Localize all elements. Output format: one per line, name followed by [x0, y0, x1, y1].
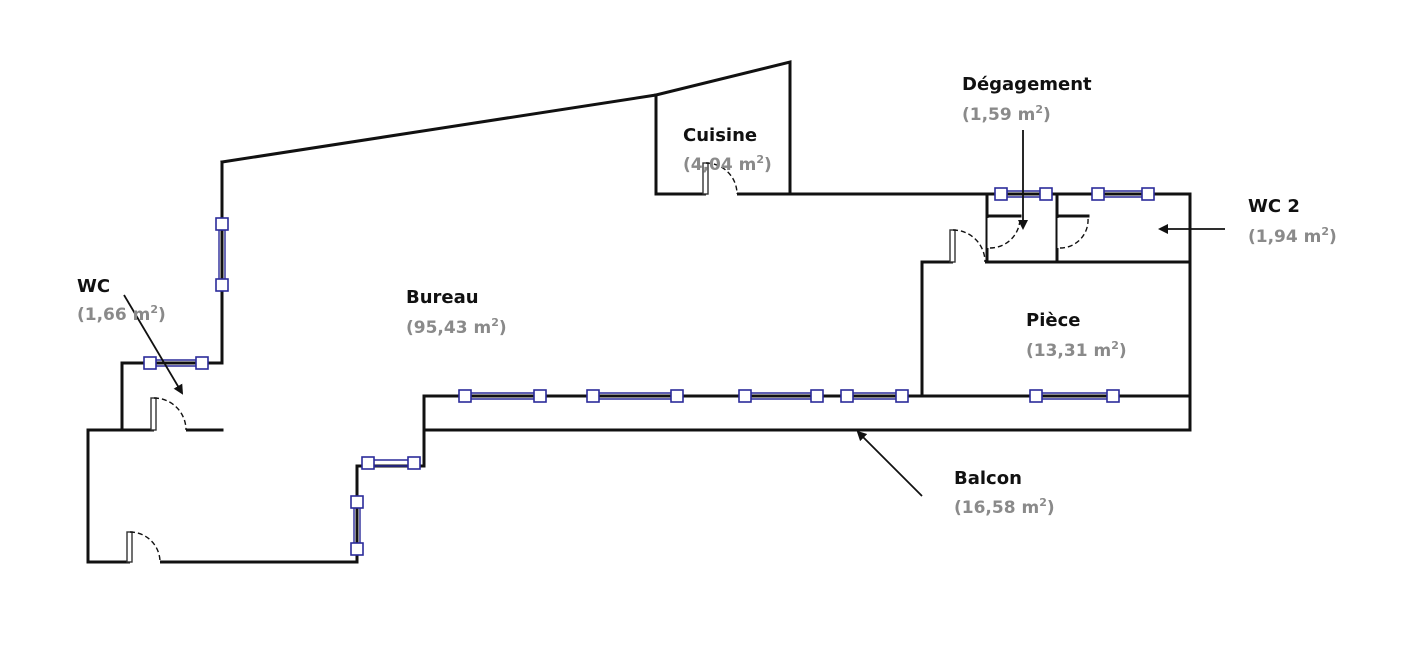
room-name: WC 2	[1248, 196, 1300, 217]
room-area: (16,58 m2)	[954, 496, 1055, 518]
room-area: (1,59 m2)	[962, 103, 1051, 125]
room-name: WC	[77, 276, 110, 297]
door	[126, 531, 161, 565]
windows	[143, 187, 1155, 556]
window	[458, 389, 547, 403]
window	[1029, 389, 1120, 403]
room-labels: WC (1,66 m2) Bureau (95,43 m2) Cuisine (…	[77, 74, 1337, 518]
window	[361, 456, 421, 470]
room-label-degagement: Dégagement (1,59 m2)	[962, 74, 1092, 125]
room-label-wc2: WC 2 (1,94 m2)	[1248, 196, 1337, 247]
room-label-piece: Pièce (13,31 m2)	[1026, 310, 1127, 361]
room-name: Balcon	[954, 468, 1022, 489]
walls	[86, 60, 1192, 564]
door	[949, 229, 986, 265]
window	[215, 217, 229, 292]
room-label-bureau: Bureau (95,43 m2)	[406, 287, 507, 338]
piece-wall	[920, 260, 1192, 398]
door	[150, 397, 187, 433]
window	[350, 495, 364, 556]
cuisine-wall	[654, 93, 792, 196]
room-label-cuisine: Cuisine (4,04 m2)	[683, 125, 772, 175]
window	[586, 389, 684, 403]
leader-arrows	[123, 130, 1225, 497]
room-label-wc: WC (1,66 m2)	[77, 276, 166, 325]
door	[702, 162, 738, 197]
doors	[126, 162, 1089, 565]
door	[1057, 217, 1089, 249]
room-area: (4,04 m2)	[683, 153, 772, 175]
room-name: Pièce	[1026, 310, 1080, 331]
room-name: Dégagement	[962, 74, 1092, 95]
outer-wall	[86, 60, 1192, 564]
window	[738, 389, 824, 403]
window	[143, 356, 209, 370]
room-label-balcon: Balcon (16,58 m2)	[954, 468, 1055, 518]
balcon-arrow	[856, 430, 923, 497]
room-area: (13,31 m2)	[1026, 339, 1127, 361]
door	[987, 217, 1021, 249]
window	[994, 187, 1053, 201]
room-name: Bureau	[406, 287, 479, 308]
room-area: (1,66 m2)	[77, 303, 166, 325]
wc-arrow	[123, 294, 184, 395]
room-area: (95,43 m2)	[406, 316, 507, 338]
room-area: (1,94 m2)	[1248, 225, 1337, 247]
window	[840, 389, 909, 403]
room-name: Cuisine	[683, 125, 757, 146]
window	[1091, 187, 1155, 201]
